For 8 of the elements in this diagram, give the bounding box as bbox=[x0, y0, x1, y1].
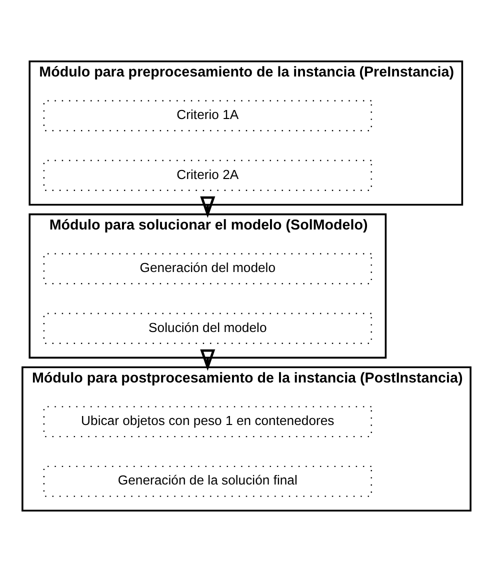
node-box: Generación del modelo bbox=[43, 252, 372, 284]
arrow bbox=[200, 196, 216, 218]
arrow bbox=[200, 348, 216, 370]
node-box: Solución del modelo bbox=[43, 312, 372, 344]
node-box: Ubicar objetos con peso 1 en contenedores bbox=[43, 406, 372, 437]
node-box: Criterio 2A bbox=[43, 159, 372, 190]
node-box: Criterio 1A bbox=[43, 100, 372, 131]
node-box: Generación de la solución final bbox=[43, 465, 372, 496]
